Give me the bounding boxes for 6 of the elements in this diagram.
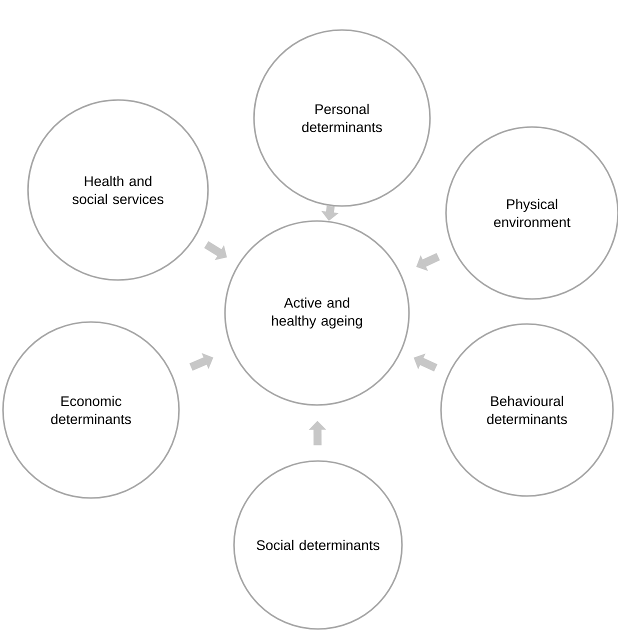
circle-node: Active and healthy ageing xyxy=(224,220,410,406)
circle-node: Behavioural determinants xyxy=(440,323,614,497)
circle-node: Personal determinants xyxy=(253,29,431,207)
circle-node: Health and social services xyxy=(27,99,209,281)
circle-node: Social determinants xyxy=(233,460,403,630)
circle-node: Economic determinants xyxy=(2,321,180,499)
